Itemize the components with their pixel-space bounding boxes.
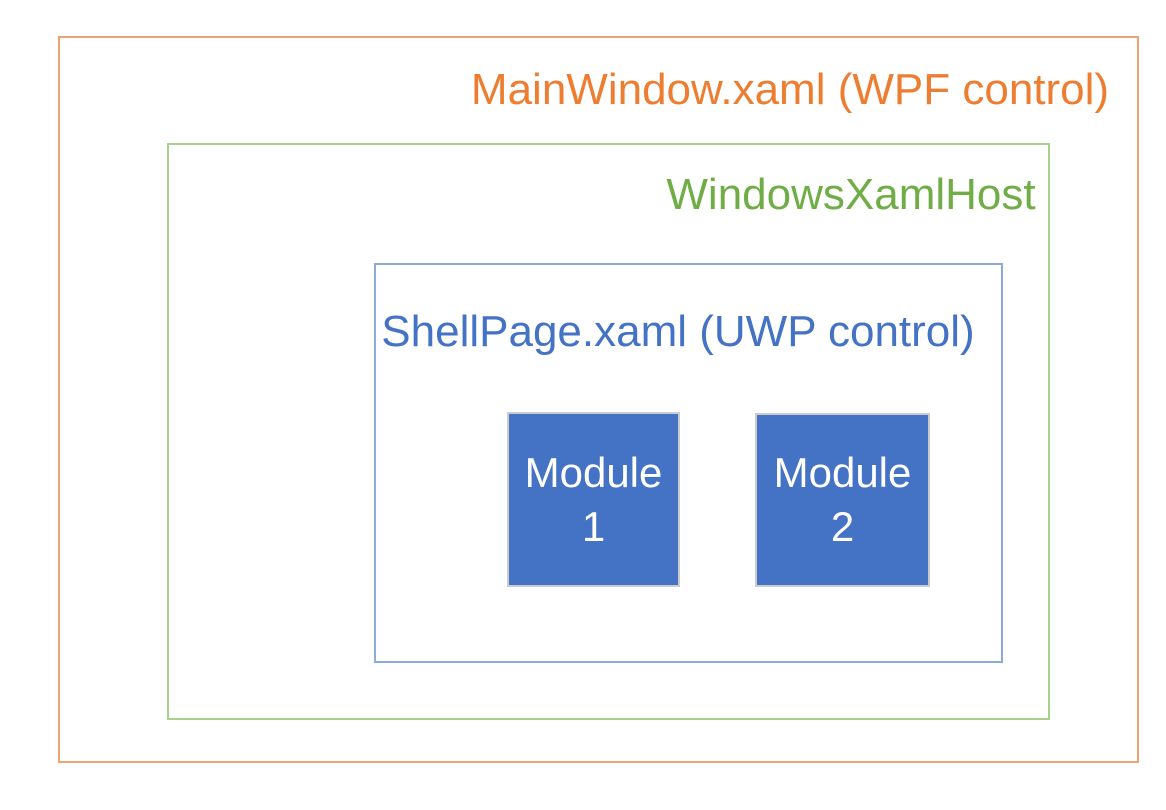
shellpage-uwp-box: ShellPage.xaml (UWP control) Module 1 Mo… [374, 263, 1003, 663]
mainwindow-wpf-label: MainWindow.xaml (WPF control) [470, 65, 1110, 114]
module-2-number-label: 2 [830, 503, 855, 550]
module-1-box: Module 1 [507, 412, 680, 587]
module-1-number-label: 1 [581, 502, 606, 550]
windowsxamlhost-box: WindowsXamlHost ShellPage.xaml (UWP cont… [167, 143, 1050, 720]
module-1-name-label: Module [524, 448, 663, 496]
module-2-box: Module 2 [755, 413, 930, 587]
shellpage-uwp-label: ShellPage.xaml (UWP control) [381, 307, 975, 356]
module-2-name-label: Module [773, 449, 912, 496]
windowsxamlhost-label: WindowsXamlHost [666, 170, 1036, 219]
mainwindow-wpf-box: MainWindow.xaml (WPF control) WindowsXam… [58, 36, 1139, 763]
